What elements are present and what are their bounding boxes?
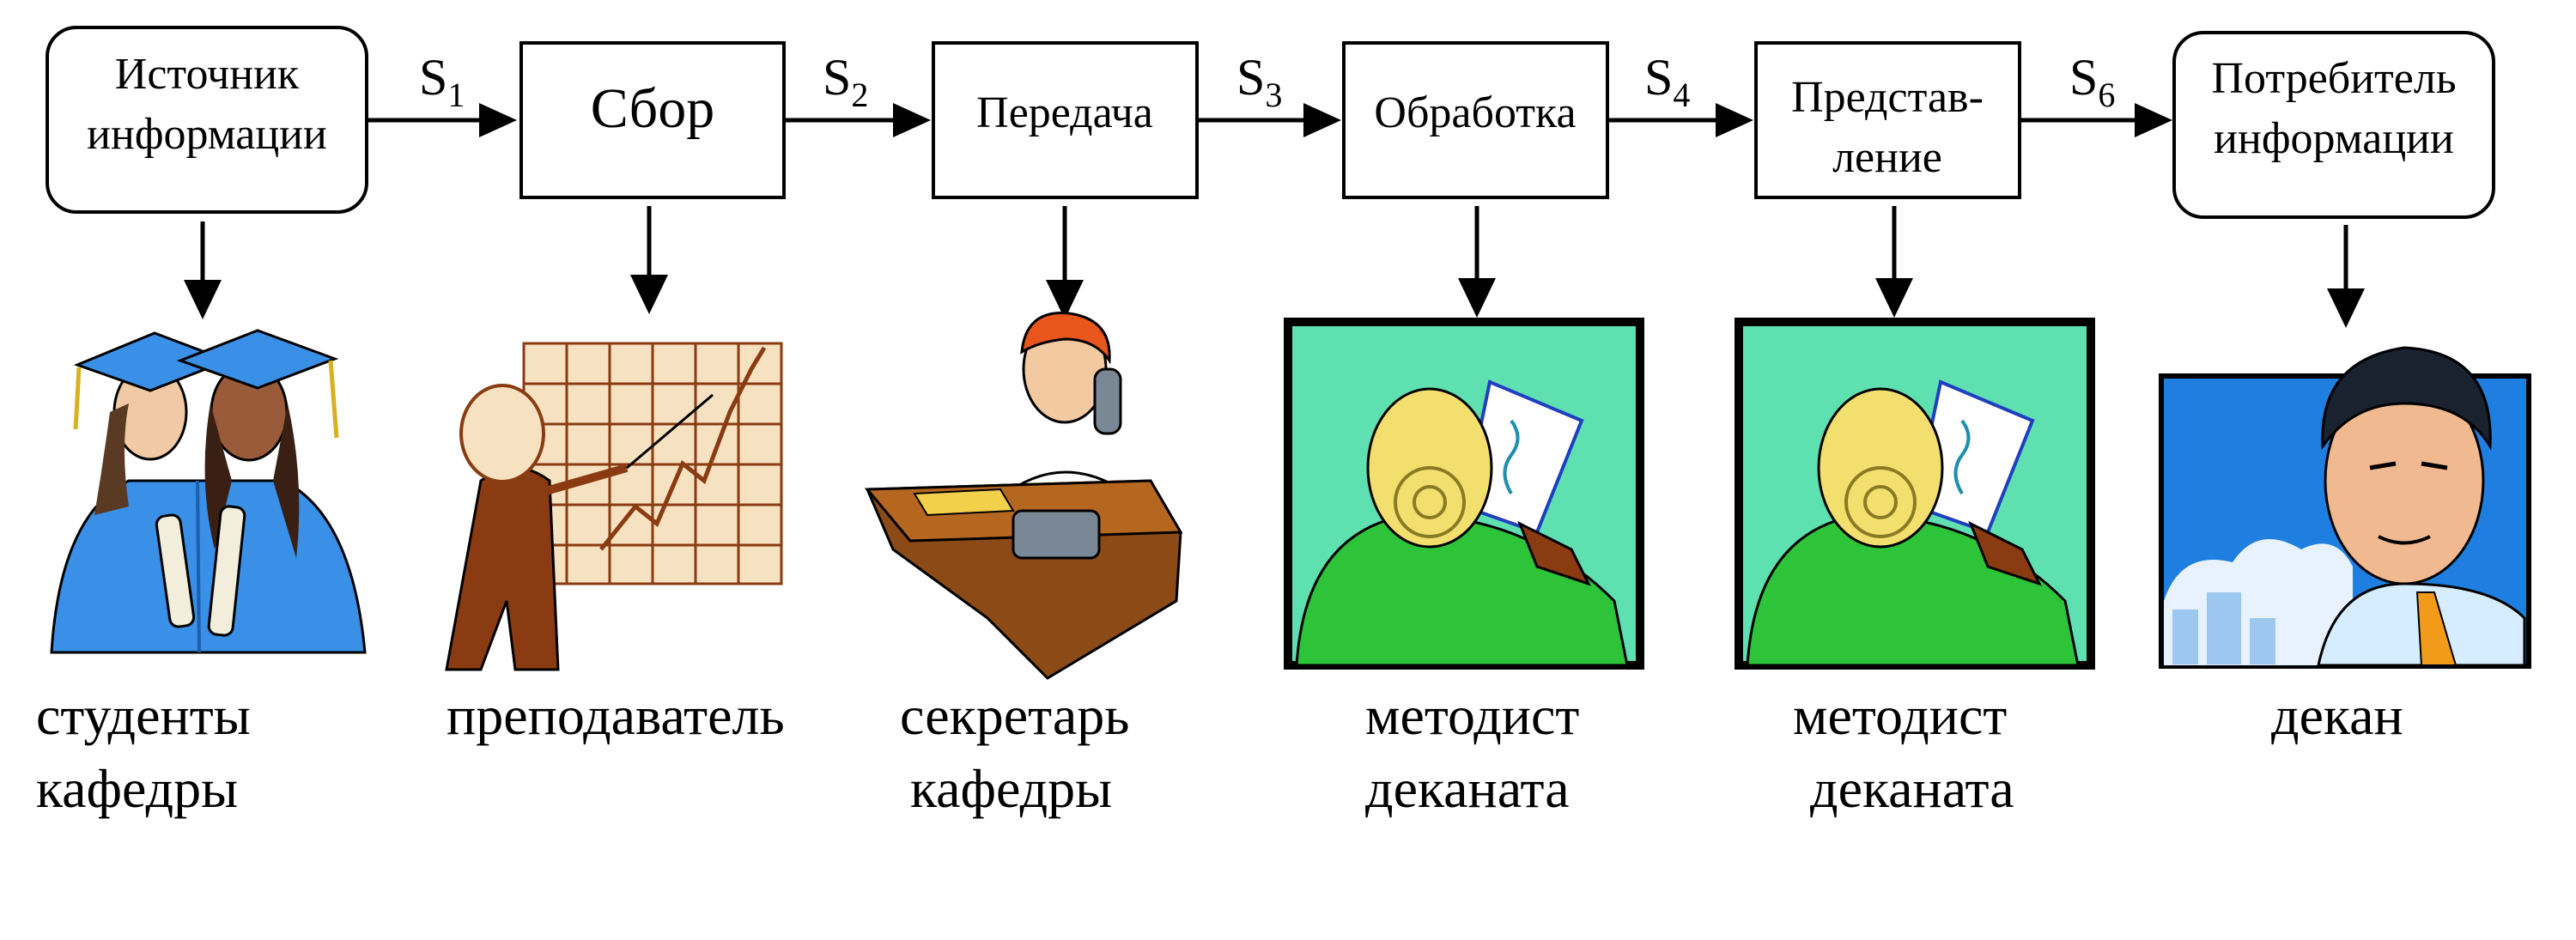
stage-process: Обработка xyxy=(1342,41,1609,199)
performer-caption-6: декан xyxy=(2271,685,2403,746)
stage-box xyxy=(519,41,786,199)
stage-box xyxy=(1342,41,1609,199)
stage-source-line-1: Источник xyxy=(115,50,300,99)
teacher-chart-illustration xyxy=(445,342,783,671)
down-arrows xyxy=(184,206,2365,328)
arrowhead-right-icon xyxy=(1303,103,1341,137)
methodist-reading-illustration xyxy=(1735,318,2095,670)
stage-collect-label: Сбор xyxy=(591,77,714,140)
flow-arrow-s2: S2 xyxy=(784,49,931,137)
stage-source-line-2: информации xyxy=(87,110,327,159)
performer-caption-1-line-1: студенты xyxy=(36,685,251,746)
arrowhead-right-icon xyxy=(479,103,517,137)
arrowhead-right-icon xyxy=(1716,103,1753,137)
stage-present-line-2: ление xyxy=(1832,133,1942,182)
arrowhead-down-icon xyxy=(1046,280,1084,319)
stage-present: Представ- ление xyxy=(1754,41,2021,199)
performer-caption-2: преподаватель xyxy=(447,685,785,746)
stage-collect: Сбор xyxy=(519,41,786,199)
performer-caption-4-line-2: деканата xyxy=(1365,758,1570,819)
performer-caption-3-line-2: кафедры xyxy=(910,758,1112,819)
flow-label-s2: S2 xyxy=(823,49,868,114)
flow-arrow-s6: S6 xyxy=(2020,49,2172,137)
stage-process-label: Обработка xyxy=(1374,88,1576,137)
performer-caption-5-line-2: деканата xyxy=(1810,758,2014,819)
arrowhead-right-icon xyxy=(2135,103,2172,137)
arrowhead-down-icon xyxy=(1875,278,1913,318)
stage-box-rounded xyxy=(2172,31,2495,219)
performer-caption-5-line-1: методист xyxy=(1793,685,2007,746)
flow-label-s3: S3 xyxy=(1236,49,1282,114)
performer-caption-3-line-1: секретарь xyxy=(900,685,1129,746)
flow-arrow-s3: S3 xyxy=(1197,49,1341,137)
performer-caption-4-line-1: методист xyxy=(1365,685,1579,746)
stage-consumer: Потребитель информации xyxy=(2172,31,2495,219)
stage-box xyxy=(932,41,1199,199)
stage-present-line-1: Представ- xyxy=(1791,73,1984,122)
flow-arrow-s4: S4 xyxy=(1607,49,1753,137)
arrowhead-down-icon xyxy=(184,280,222,319)
flow-label-s4: S4 xyxy=(1644,49,1690,114)
stage-transfer: Передача xyxy=(932,41,1199,199)
arrowhead-down-icon xyxy=(1458,278,1496,318)
dean-portrait-illustration xyxy=(2159,346,2531,669)
flow-label-s1: S1 xyxy=(419,49,465,114)
graduates-illustration xyxy=(50,329,367,654)
stage-consumer-line-2: информации xyxy=(2214,114,2454,163)
stage-box xyxy=(1754,41,2021,199)
stage-consumer-line-1: Потребитель xyxy=(2211,54,2456,103)
methodist-reading-illustration xyxy=(1284,318,1644,670)
stage-transfer-label: Передача xyxy=(976,88,1153,137)
flow-label-s6: S6 xyxy=(2069,49,2115,114)
arrowhead-down-icon xyxy=(2327,288,2365,328)
flow-arrow-s1: S1 xyxy=(367,49,517,137)
arrowhead-right-icon xyxy=(893,103,931,137)
performer-caption-1-line-2: кафедры xyxy=(36,758,238,819)
arrowhead-down-icon xyxy=(630,275,668,314)
secretary-phone-illustration xyxy=(864,312,1183,680)
stage-source: Источник информации xyxy=(46,26,368,214)
